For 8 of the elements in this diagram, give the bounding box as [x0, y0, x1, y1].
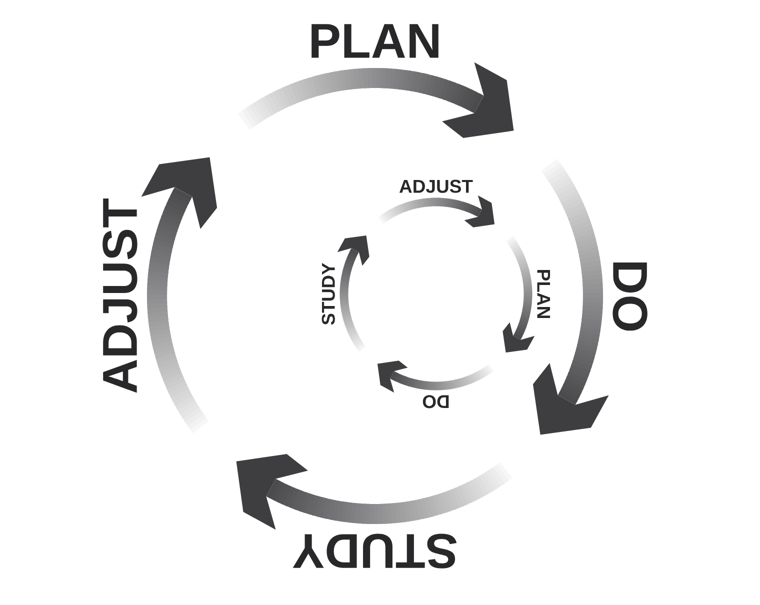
stage-label: DO — [612, 262, 648, 331]
stage-label: DO — [422, 395, 449, 408]
stage-label: ADJUST — [102, 198, 138, 393]
stage-label: STUDY — [292, 534, 457, 568]
stage-label: PLAN — [537, 270, 550, 318]
stage-label: PLAN — [312, 24, 438, 58]
stage-label: STUDY — [322, 262, 335, 325]
stage-label: ADJUST — [399, 180, 473, 193]
